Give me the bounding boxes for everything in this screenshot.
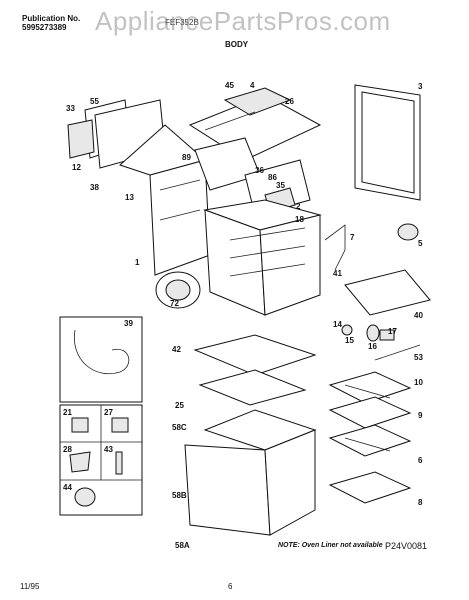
callout-label: 89 [182,153,191,162]
callout-labels: 33 55 12 38 13 45 4 26 89 36 86 35 2 18 … [63,81,423,550]
oven-cavity [203,199,322,316]
callout-label: 6 [418,456,423,465]
callout-label: 13 [125,193,134,202]
callout-label: 58C [172,423,187,432]
callout-label: 39 [124,319,133,328]
callout-label: 72 [170,299,179,308]
part-40 [344,269,431,316]
callout-label: 21 [63,408,72,417]
callout-label: 55 [90,97,99,106]
callout-label: 5 [418,239,423,248]
callout-label: 15 [345,336,354,345]
callout-label: 8 [418,498,423,507]
callout-label: 42 [172,345,181,354]
callout-label: 16 [368,342,377,351]
publication-label: Publication No. [22,14,81,23]
door-frame [354,84,421,201]
callout-label: 17 [388,327,397,336]
callout-label: 45 [225,81,234,90]
callout-label: 40 [414,311,423,320]
part-42 [193,334,317,376]
callout-label: 38 [90,183,99,192]
callout-label: 43 [104,445,113,454]
part-72-knob [155,271,201,309]
publication-number: 5995273389 [22,23,67,32]
callout-label: 27 [104,408,113,417]
callout-label: 25 [175,401,184,410]
callout-label: 28 [63,445,72,454]
oven-racks [328,371,412,504]
inset-grid [59,404,143,516]
callout-label: 9 [418,411,423,420]
inset-box-39 [59,316,143,403]
callout-label: 18 [295,215,304,224]
bake-element [324,224,346,271]
callout-label: 14 [333,320,342,329]
callout-label: 53 [414,353,423,362]
callout-label: 35 [276,181,285,190]
figure-reference: P24V0081 [385,541,428,551]
watermark: AppliancePartsPros.com [95,6,391,36]
callout-label: 26 [285,97,294,106]
callout-label: 7 [350,233,355,242]
model-number: FEF352B [165,18,199,27]
callout-label: 2 [296,202,301,211]
callout-label: 44 [63,483,72,492]
callout-label: 10 [414,378,423,387]
callout-label: 86 [268,173,277,182]
page-number: 6 [228,582,233,591]
storage-drawer [184,409,317,536]
publication-date: 11/95 [20,582,40,591]
callout-label: 58A [175,541,190,550]
small-parts [341,324,395,342]
callout-label: 3 [418,82,423,91]
part-25 [198,369,307,406]
callout-label: 41 [333,269,342,278]
callout-label: 36 [255,166,264,175]
section-title: BODY [225,40,249,49]
part-5 [397,223,419,241]
part-53 [374,344,421,361]
callout-label: 4 [250,81,255,90]
callout-label: 12 [72,163,81,172]
oven-liner-note: NOTE: Oven Liner not available [278,542,383,549]
callout-label: 33 [66,104,75,113]
callout-label: 1 [135,258,140,267]
callout-label: 58B [172,491,187,500]
